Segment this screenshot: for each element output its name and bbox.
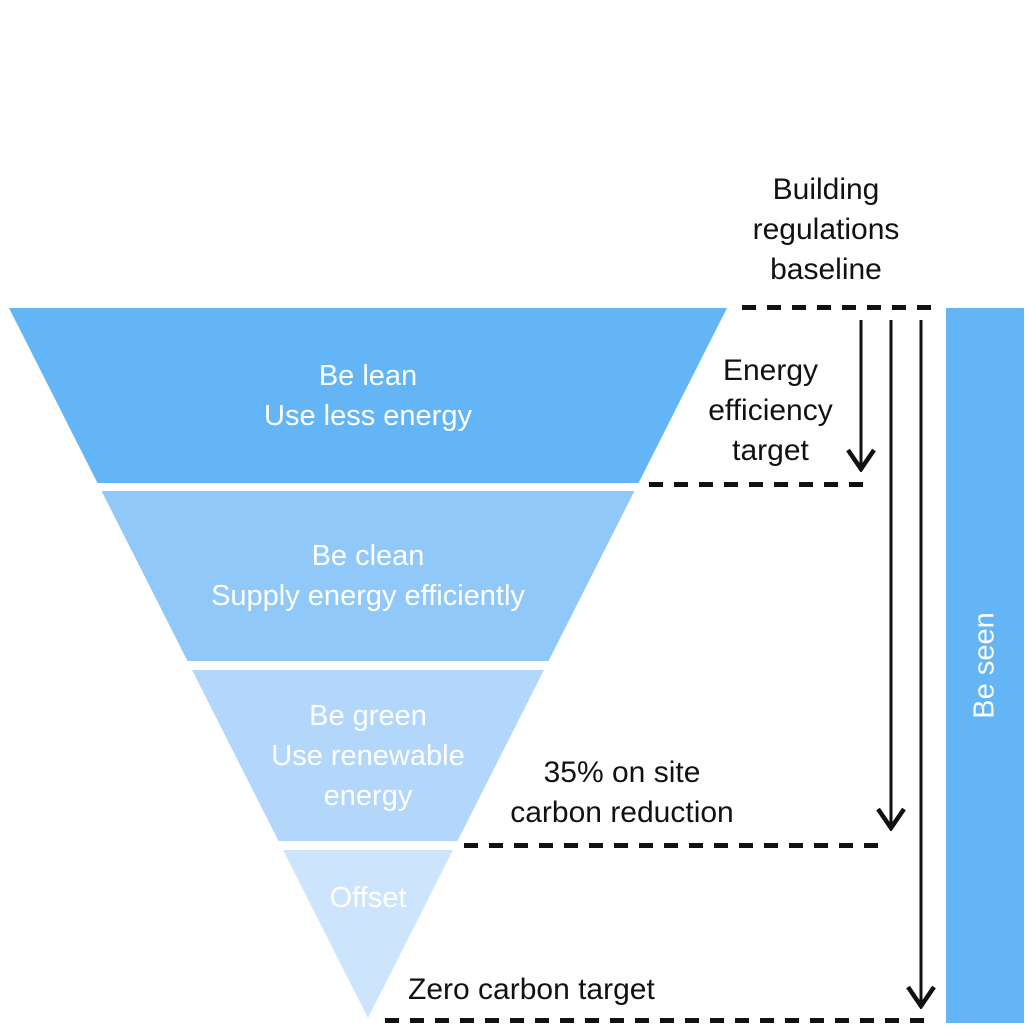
- label-line: 35% on site: [543, 756, 701, 789]
- label-energy-efficiency-target: Energy efficiency target: [663, 351, 878, 471]
- tier-label: Use renewable: [271, 739, 465, 772]
- tier-label: Use less energy: [264, 399, 472, 432]
- dashed-line-zero-carbon-target: [385, 1018, 931, 1023]
- dashed-line-energy-efficiency-target: [649, 482, 867, 487]
- funnel: Be lean Use less energy Be clean Supply …: [9, 308, 727, 1018]
- label-line: carbon reduction: [510, 796, 734, 829]
- label-line: Zero carbon target: [408, 973, 655, 1006]
- tier-label: Be green: [309, 699, 427, 732]
- dashed-line-carbon-reduction: [464, 843, 888, 848]
- be-seen-bar: Be seen: [946, 308, 1024, 1023]
- funnel-tier-be-lean: Be lean Use less energy: [9, 308, 727, 483]
- arrow-down-icon: [846, 320, 876, 472]
- be-seen-label: Be seen: [968, 612, 1001, 719]
- label-line: target: [732, 434, 809, 467]
- label-line: Energy: [722, 354, 819, 387]
- tier-label: Offset: [329, 882, 407, 914]
- label-line: Building: [772, 173, 880, 206]
- funnel-tier-be-clean: Be clean Supply energy efficiently: [9, 491, 727, 661]
- arrow-down-icon: [906, 320, 936, 1009]
- arrow-down-icon: [876, 320, 906, 831]
- tier-label: Be lean: [318, 359, 418, 392]
- tier-label: Supply energy efficiently: [211, 580, 525, 612]
- label-line: regulations: [752, 213, 900, 246]
- tier-label: Be clean: [311, 540, 425, 572]
- label-line: efficiency: [708, 394, 833, 427]
- tier-label: energy: [323, 779, 413, 812]
- label-35-percent-carbon-reduction: 35% on site carbon reduction: [447, 753, 797, 833]
- label-zero-carbon-target: Zero carbon target: [408, 970, 708, 1010]
- label-line: baseline: [770, 253, 882, 286]
- label-building-regulations-baseline: Building regulations baseline: [700, 170, 952, 290]
- dashed-line-baseline: [742, 305, 932, 310]
